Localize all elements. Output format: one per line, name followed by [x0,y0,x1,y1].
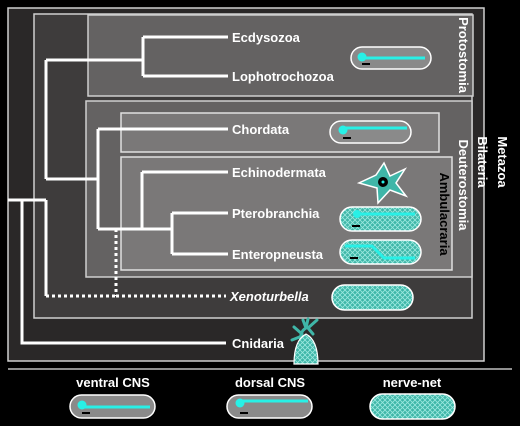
label-deuterostomia: Deuterostomia [456,139,471,231]
enteropneusta-icon [339,239,422,265]
taxon-pterobranchia: Pterobranchia [232,206,320,221]
cnidaria-polyp-icon [290,317,319,365]
legend-ventral-label: ventral CNS [76,375,150,390]
xenoturbella-dotted-branch [46,229,226,298]
taxon-enteropneusta: Enteropneusta [232,247,324,262]
ventral-cns-icon-protostomia [350,46,432,70]
starfish-icon [356,161,409,205]
legend-nervenet-label: nerve-net [383,375,442,390]
label-ambulacraria: Ambulacraria [437,172,452,256]
nerve-net-icon-xenoturbella [331,284,414,311]
taxon-chordata: Chordata [232,122,290,137]
legend-ventral-icon [69,394,156,419]
legend-dorsal-label: dorsal CNS [235,375,305,390]
label-bilateria: Bilateria [475,136,490,188]
taxon-ecdysozoa: Ecdysozoa [232,30,301,45]
taxon-xenoturbella: Xenoturbella [229,289,309,304]
tree-branches [8,35,228,345]
legend-dorsal-icon [226,394,313,419]
taxon-lophotrochozoa: Lophotrochozoa [232,69,335,84]
label-metazoa: Metazoa [495,136,510,188]
label-protostomia: Protostomia [456,17,471,94]
pterobranchia-icon [339,206,422,232]
taxon-cnidaria: Cnidaria [232,336,285,351]
legend-nervenet-icon [369,393,456,420]
dorsal-cns-icon-chordata [329,120,412,144]
taxon-echinodermata: Echinodermata [232,165,327,180]
